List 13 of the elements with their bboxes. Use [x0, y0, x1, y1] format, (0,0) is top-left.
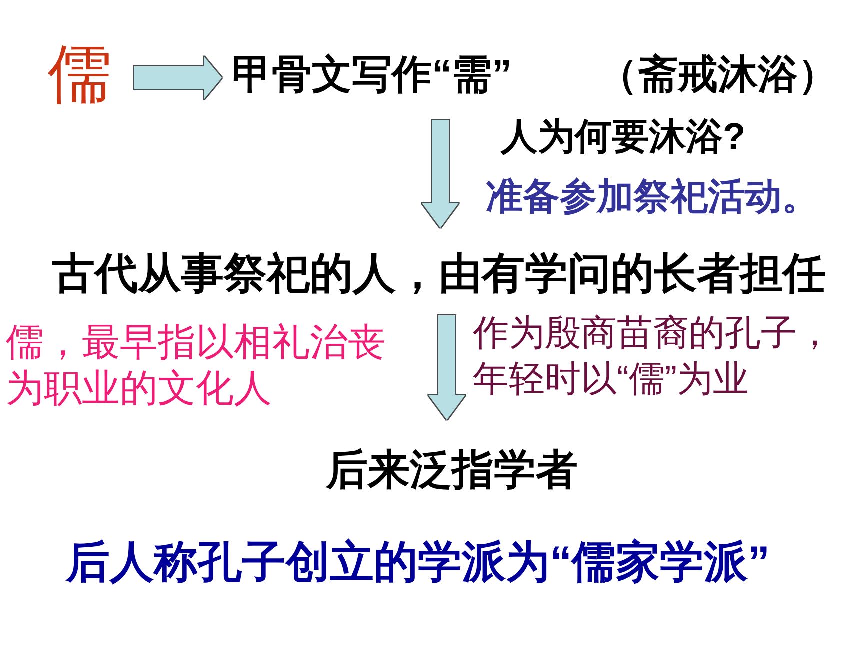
- note-text: 作为殷商苗裔的孔子，年轻时以“儒”为业: [473, 311, 834, 401]
- note-text: 儒，最早指以相礼治丧为职业的文化人: [6, 321, 387, 412]
- statement-text: 后来泛指学者: [326, 446, 578, 494]
- answer-text: 准备参加祭祀活动。: [486, 176, 819, 219]
- block-arrow: [428, 315, 466, 420]
- note-text: （斋戒沐浴）: [598, 52, 838, 98]
- block-arrow: [134, 56, 222, 100]
- statement-text: 甲骨文写作“需”: [232, 52, 512, 98]
- conclusion-text: 后人称孔子创立的学派为“儒家学派”: [66, 538, 770, 589]
- question-text: 人为何要沐浴?: [501, 116, 746, 159]
- block-arrow: [422, 120, 459, 228]
- large-character: 儒: [48, 38, 112, 112]
- statement-text: 古代从事祭祀的人，由有学问的长者担任: [52, 250, 826, 300]
